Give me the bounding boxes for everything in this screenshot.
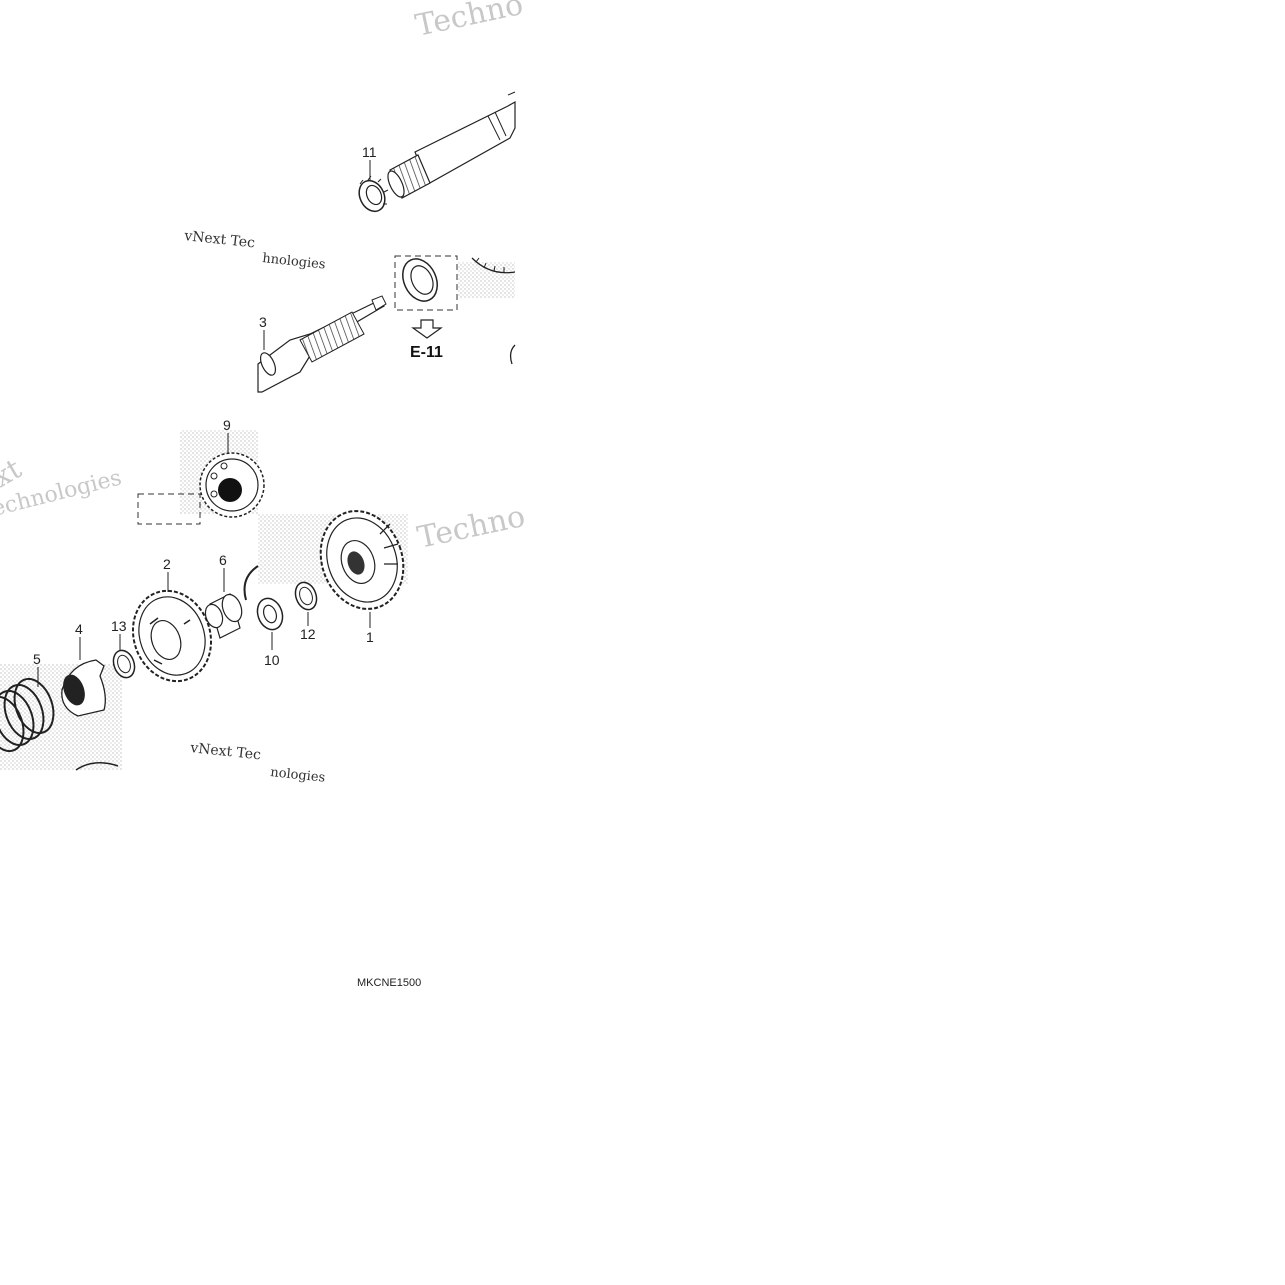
diagram-code: MKCNE1500 — [357, 977, 422, 989]
bearing-ref-e11 — [394, 255, 458, 311]
gear-1 — [319, 510, 405, 610]
dashed-ref-box — [137, 493, 201, 525]
gear-9 — [199, 452, 265, 518]
washer-13 — [112, 649, 136, 679]
callout-9: 9 — [223, 417, 231, 433]
gear-2 — [131, 589, 213, 683]
callout-12: 12 — [300, 626, 316, 642]
ring-fragment — [243, 565, 259, 601]
watermark-fragment: nologies — [270, 765, 326, 786]
lock-nut-11 — [358, 175, 389, 213]
nut-10 — [256, 597, 284, 631]
callout-11: 11 — [362, 144, 377, 160]
callout-3: 3 — [259, 314, 267, 330]
callout-10: 10 — [264, 652, 280, 668]
dotted-shading-area — [458, 262, 515, 298]
watermark-fragment: xt — [0, 452, 28, 494]
countershaft-3 — [257, 295, 387, 393]
callout-13: 13 — [111, 618, 127, 634]
gear-fragment-top-right — [471, 257, 516, 365]
shift-fork-4 — [61, 659, 106, 717]
reference-label-e11: E-11 — [410, 344, 443, 361]
washer-12 — [294, 581, 318, 611]
callout-4: 4 — [75, 621, 83, 637]
output-shaft — [387, 91, 516, 199]
watermark-fragment: vNext Tec — [183, 228, 256, 251]
callout-1: 1 — [366, 629, 374, 645]
watermark-fragment: hnologies — [262, 251, 327, 273]
callout-6: 6 — [219, 552, 227, 568]
watermark-fragment: Techno — [412, 0, 526, 44]
watermark-fragment: Techno — [414, 499, 528, 556]
gear-fragment-bottom — [75, 762, 119, 771]
callout-5: 5 — [33, 651, 41, 667]
callout-2: 2 — [163, 556, 171, 572]
bushing-6 — [204, 593, 243, 639]
spring-5 — [0, 677, 55, 753]
watermark-fragment: vNext Tec — [189, 740, 262, 763]
down-arrow-icon — [411, 319, 443, 339]
